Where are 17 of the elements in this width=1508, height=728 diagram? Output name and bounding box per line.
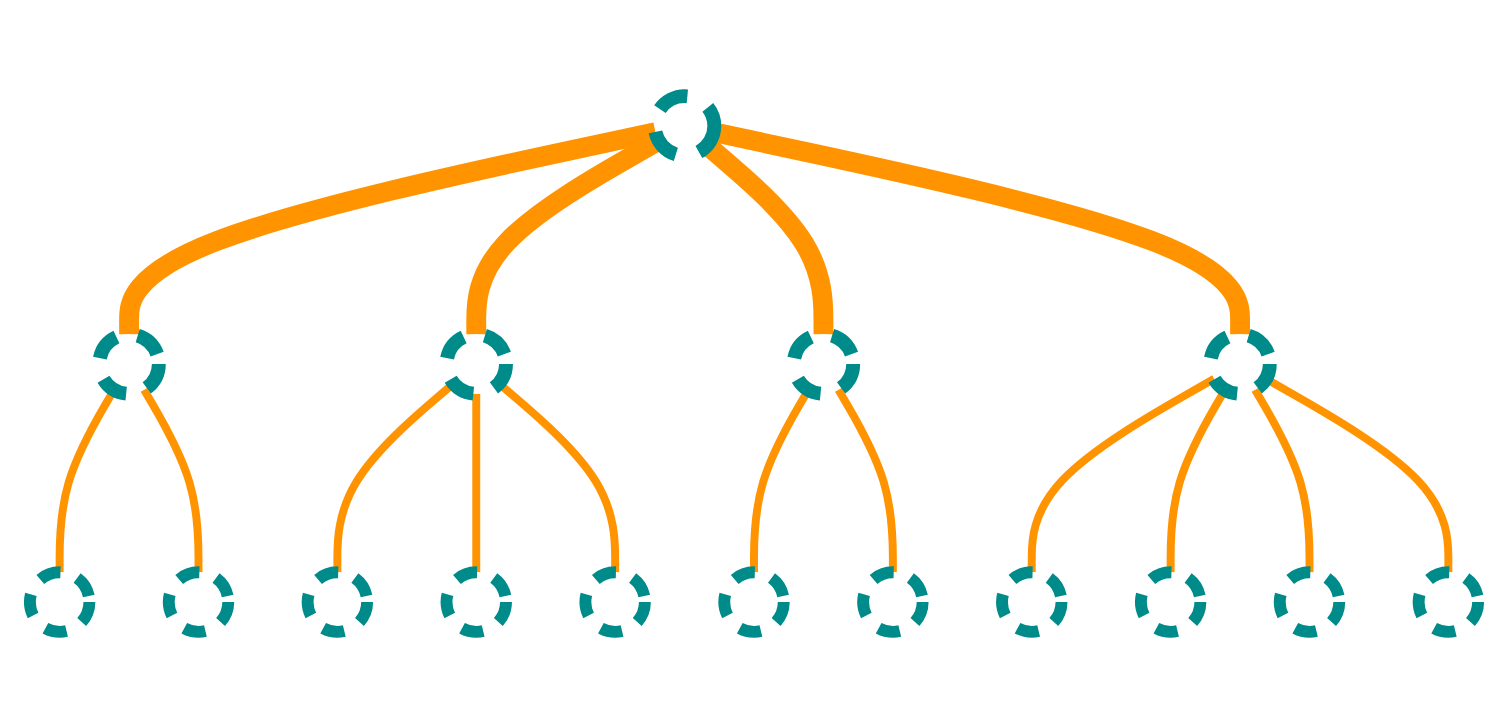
node-circle xyxy=(1273,566,1346,638)
node-circle xyxy=(1203,327,1277,401)
node-circle xyxy=(996,566,1068,638)
node-circle xyxy=(579,566,651,638)
node-circle xyxy=(1134,566,1207,638)
node-circle xyxy=(786,327,861,401)
node-circle xyxy=(857,566,929,638)
node-circle xyxy=(1412,566,1485,638)
node-circle xyxy=(162,566,235,638)
node-circle xyxy=(92,327,166,401)
node-circle xyxy=(301,566,374,638)
node-circle xyxy=(440,566,512,638)
connector xyxy=(472,393,481,573)
node-circle xyxy=(23,566,96,638)
node-circle xyxy=(718,566,790,638)
node-circle xyxy=(647,89,722,163)
node-circle xyxy=(439,327,513,401)
